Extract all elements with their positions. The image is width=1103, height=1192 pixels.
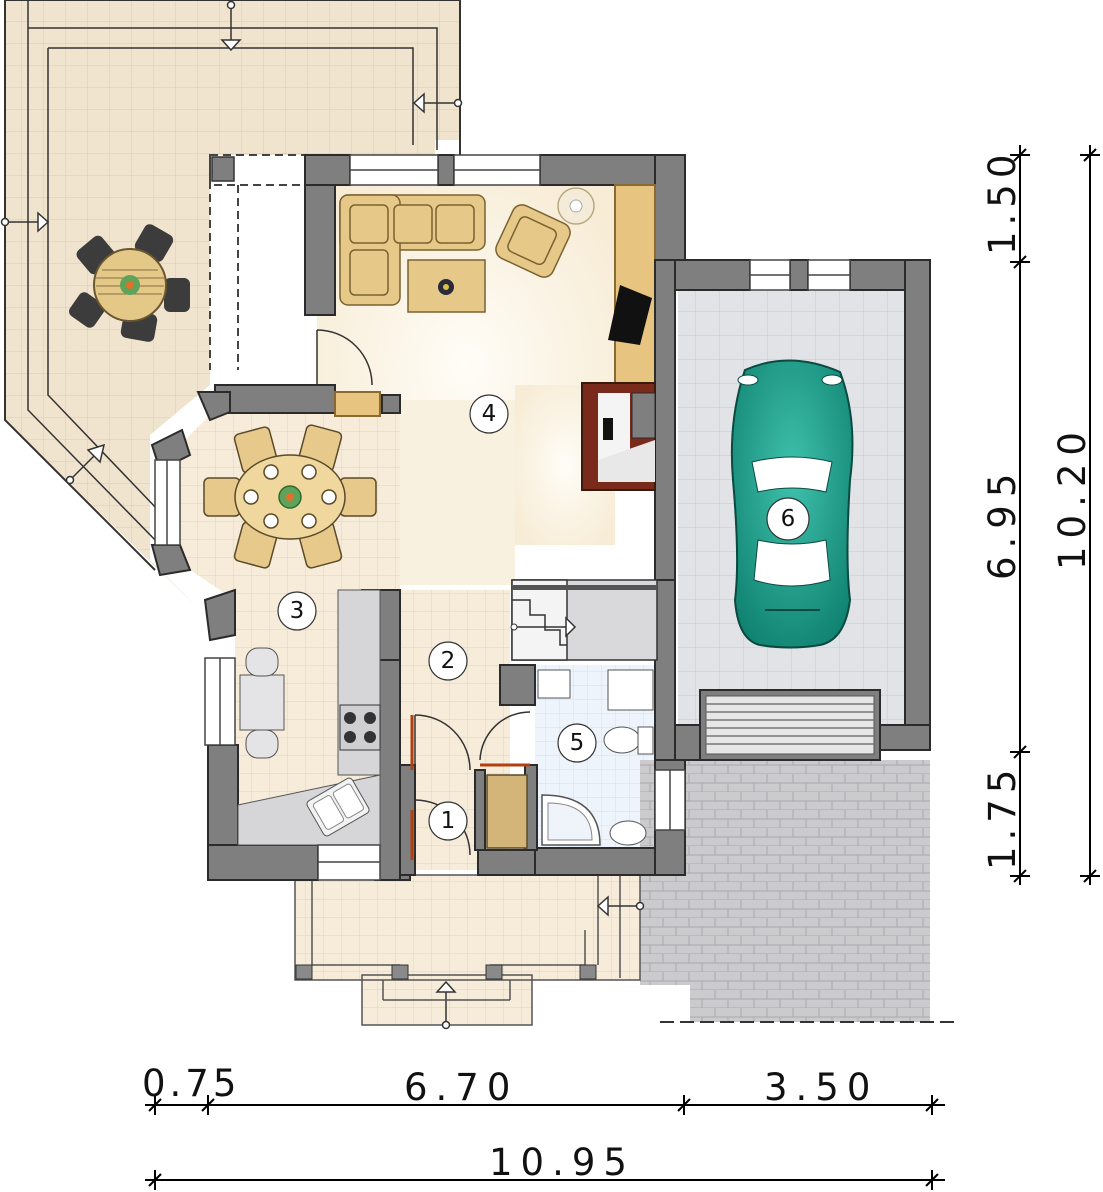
- windows: [154, 154, 851, 881]
- dim-segment-2: 6.70: [404, 1066, 518, 1109]
- pergola-outline: [209, 154, 306, 370]
- dining-table: [203, 424, 377, 569]
- room-label-5: 5: [557, 723, 597, 763]
- svg-text:3: 3: [290, 598, 305, 624]
- dim-right-segment-2: 6.95: [981, 466, 1024, 580]
- tv: [608, 285, 652, 345]
- breakfast-table: [239, 647, 285, 759]
- svg-text:4: 4: [482, 401, 497, 427]
- floor-lamp: [557, 187, 595, 225]
- dim-total-right: 10.20: [1051, 424, 1094, 570]
- armchair: [495, 204, 571, 278]
- driveway-paving: [640, 760, 930, 1022]
- dim-right-segment-1: 1.50: [981, 149, 1024, 255]
- terrace-entry-arrow-right: [412, 92, 463, 114]
- porch: [295, 875, 640, 980]
- sofa: [339, 194, 486, 306]
- terrace-entry-arrow-diagonal: [65, 443, 106, 485]
- door-frames: [410, 715, 530, 860]
- svg-text:6: 6: [781, 506, 796, 532]
- kitchen-counter: [237, 589, 381, 846]
- terrace-entry-arrow-left: [0, 211, 50, 233]
- terrace-entry-arrow-top: [220, 0, 242, 52]
- room-label-2: 2: [428, 641, 468, 681]
- main-entry-arrow: [382, 980, 511, 1030]
- garage-door: [699, 689, 881, 761]
- fireplace: [581, 382, 656, 491]
- side-entry-arrow: [596, 895, 645, 917]
- dimension-bottom: 0.75 6.70 3.50 10.95: [142, 1062, 945, 1190]
- room-label-1: 1: [428, 801, 468, 841]
- room-label-4: 4: [469, 394, 509, 434]
- bathroom-fixtures: [537, 669, 654, 846]
- terrace: [0, 0, 463, 610]
- dim-right-segment-3: 1.75: [981, 764, 1024, 870]
- dim-segment-1: 0.75: [142, 1062, 240, 1105]
- room-label-3: 3: [277, 591, 317, 631]
- dimension-right: 1.50 6.95 1.75 10.20: [981, 145, 1100, 885]
- wardrobe: [486, 774, 528, 849]
- doors: [316, 329, 531, 856]
- svg-text:1: 1: [441, 808, 456, 834]
- dim-segment-3: 3.50: [764, 1066, 878, 1109]
- coffee-table: [407, 259, 486, 313]
- room-label-6: 6: [766, 497, 810, 541]
- svg-text:5: 5: [570, 730, 585, 756]
- dim-total-bottom: 10.95: [489, 1141, 635, 1184]
- stairs: [510, 579, 658, 661]
- terrace-table: [69, 224, 190, 342]
- svg-text:2: 2: [441, 648, 456, 674]
